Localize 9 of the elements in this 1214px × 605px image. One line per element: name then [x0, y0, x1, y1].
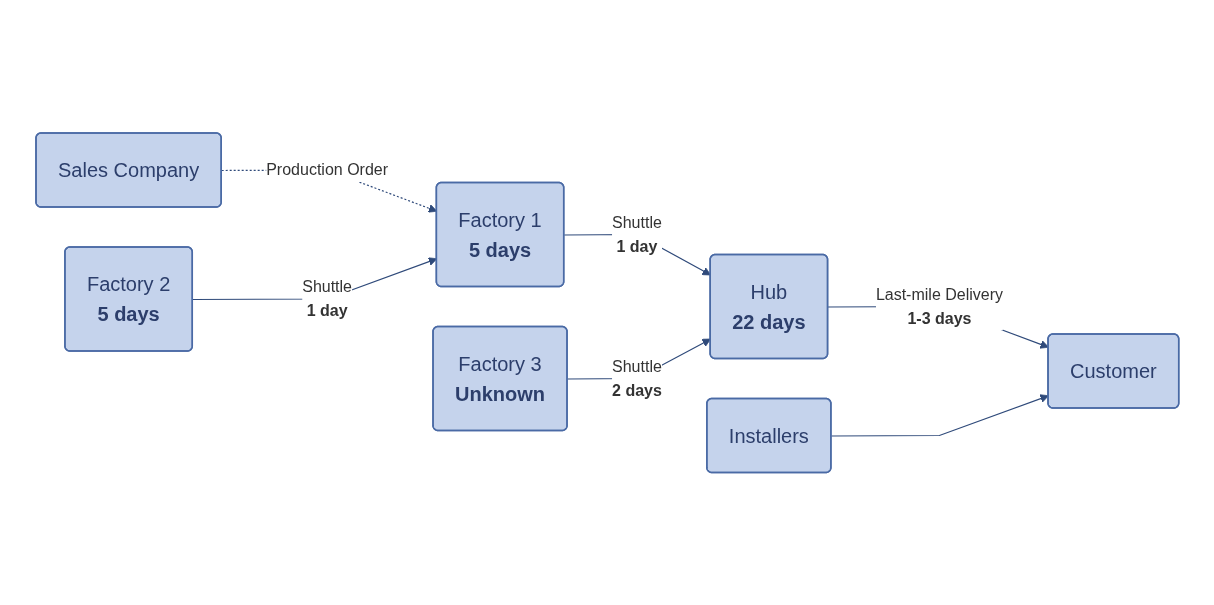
edge-label: Shuttle	[301, 277, 352, 295]
edge-label: 1 day	[616, 237, 658, 255]
edge-label: 1-3 days	[907, 309, 972, 327]
edge-label: Shuttle	[611, 357, 662, 375]
edge-label: Shuttle	[611, 213, 662, 231]
edge-label: Production Order	[265, 160, 388, 178]
edge-label: 1 day	[306, 301, 348, 319]
edge-label: Last-mile Delivery	[875, 285, 1003, 303]
edge-label: 2 days	[611, 381, 662, 399]
